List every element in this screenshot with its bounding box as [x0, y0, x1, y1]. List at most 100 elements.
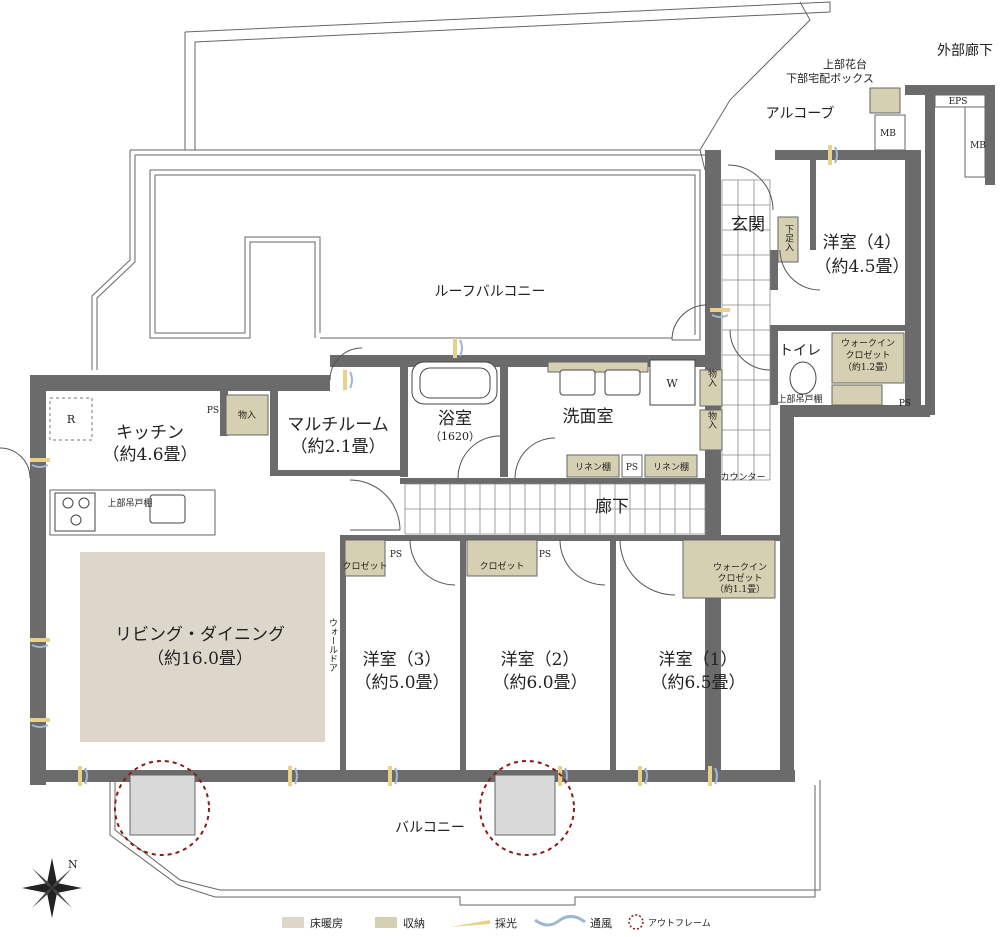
bedroom1-size: （約6.5畳）: [650, 673, 745, 693]
lighting-marker: [638, 766, 642, 786]
legend-floor-heating-swatch: [282, 917, 304, 928]
ventilation-marker: [294, 767, 298, 785]
lighting-marker: [558, 766, 562, 786]
balcony-label: バルコニー: [395, 820, 465, 836]
hallway-label: 廊下: [595, 497, 629, 517]
linen1-label: リネン棚: [575, 461, 611, 473]
ventilation-marker: [31, 724, 49, 728]
legend-lighting: 採光: [495, 916, 517, 930]
ps-toilet-label: PS: [899, 399, 911, 409]
wall-door-label: ウォールドア: [327, 618, 338, 672]
window-markers: [30, 145, 838, 786]
ventilation-marker: [644, 767, 648, 785]
ps-kitchen-label: PS: [207, 406, 219, 416]
bedroom2-size: （約6.0畳）: [492, 673, 587, 693]
bedroom1-name: 洋室（1）: [659, 650, 738, 670]
bedroom4-name: 洋室（4）: [823, 233, 902, 253]
pillar-right: [494, 774, 556, 836]
walkin1-name: ウォークイン: [713, 562, 767, 573]
toilet-label: トイレ: [779, 343, 821, 359]
kitchen-size: （約4.6畳）: [102, 445, 197, 465]
compass-n-label: N: [68, 858, 78, 871]
legend: 床暖房 収納 採光 通風 アウトフレーム: [282, 914, 711, 930]
floor-heating-area: [80, 552, 325, 742]
upper-shelf-toilet: 上部吊戸棚: [777, 393, 822, 405]
ps-wash-label: PS: [626, 463, 638, 473]
walkin4-type: クロゼット: [845, 349, 890, 361]
utility-area: [869, 87, 986, 178]
entrance-label: 玄関: [731, 215, 765, 235]
walkin4-size: （約1.2畳）: [843, 361, 893, 373]
living-name: リビング・ダイニング: [115, 625, 285, 645]
ventilation-marker: [834, 146, 838, 164]
bath-size: （1620）: [430, 430, 480, 443]
closet3-label: クロゼット: [342, 560, 387, 572]
outer-walls: [30, 85, 995, 785]
mb1-label: MB: [880, 129, 896, 139]
fridge-label: R: [67, 413, 76, 426]
storage-wash1-label: 物入: [706, 368, 717, 387]
alcove-label: アルコーブ: [766, 105, 835, 122]
multi-room-name: マルチルーム: [287, 415, 389, 435]
bedroom3-size: （約5.0畳）: [354, 673, 449, 693]
roof-balcony-label: ルーフバルコニー: [435, 284, 546, 300]
storage-wash2-label: 物入: [706, 410, 717, 429]
bedroom3-name: 洋室（3）: [363, 650, 442, 670]
legend-storage-swatch: [375, 917, 397, 928]
ventilation-marker: [349, 371, 353, 389]
delivery-box-label: 下部宅配ボックス: [786, 71, 874, 85]
multi-room-size: （約2.1畳）: [290, 437, 385, 457]
upper-shelf-kitchen: 上部吊戸棚: [107, 497, 152, 509]
eps-label: EPS: [949, 97, 968, 107]
legend-outframe: アウトフレーム: [648, 918, 711, 929]
lighting-marker: [453, 338, 457, 358]
lighting-marker: [828, 145, 832, 165]
ventilation-marker: [31, 464, 49, 468]
room-labels: 外部廊下 上部花台 下部宅配ボックス アルコーブ EPS MB MB 玄関 下足…: [67, 42, 993, 836]
walkin1-size: （約1.1畳）: [715, 583, 765, 595]
lighting-marker: [708, 766, 712, 786]
lighting-marker: [388, 766, 392, 786]
ventilation-marker: [31, 644, 49, 648]
lighting-marker: [30, 718, 50, 722]
ventilation-marker: [394, 767, 398, 785]
balcony: [109, 760, 821, 906]
ventilation-marker: [84, 767, 88, 785]
flower-bed-label: 上部花台: [823, 57, 867, 71]
counter-label: カウンター: [720, 472, 765, 483]
legend-floor-heating: 床暖房: [310, 916, 343, 930]
wash-room-name: 洗面室: [563, 407, 614, 427]
interior-walls: [220, 160, 905, 773]
kitchen-name: キッチン: [116, 423, 184, 443]
closet2-label: クロゼット: [479, 560, 524, 572]
legend-ventilation-icon: [534, 915, 586, 927]
roof-balcony-outline: [91, 1, 831, 370]
outframe-circle-right: [479, 760, 575, 856]
living-size: （約16.0畳）: [147, 649, 253, 669]
lighting-marker: [343, 370, 347, 390]
lighting-marker: [30, 638, 50, 642]
storage-kitchen-label: 物入: [238, 409, 256, 421]
lighting-marker: [288, 766, 292, 786]
ventilation-marker: [714, 767, 718, 785]
hallway-tiles: [404, 179, 771, 535]
legend-ventilation: 通風: [590, 917, 612, 930]
bath-name: 浴室: [438, 409, 472, 429]
walkin1-type: クロゼット: [717, 572, 762, 584]
ps2-label: PS: [539, 550, 551, 560]
storage-blocks: [225, 216, 905, 599]
compass-icon: N: [22, 858, 82, 918]
shoe-box-label: 下足入: [783, 225, 794, 252]
lighting-marker: [78, 766, 82, 786]
outer-corridor-label: 外部廊下: [937, 42, 993, 59]
legend-outframe-icon: [628, 914, 644, 930]
fixtures: [49, 359, 817, 536]
lighting-marker: [710, 308, 730, 312]
bedroom4-size: （約4.5畳）: [814, 257, 909, 277]
ventilation-marker: [711, 314, 729, 318]
pillar-left: [129, 774, 196, 836]
bedroom2-name: 洋室（2）: [501, 650, 580, 670]
legend-storage: 収納: [403, 917, 425, 930]
ps3-label: PS: [390, 550, 402, 560]
